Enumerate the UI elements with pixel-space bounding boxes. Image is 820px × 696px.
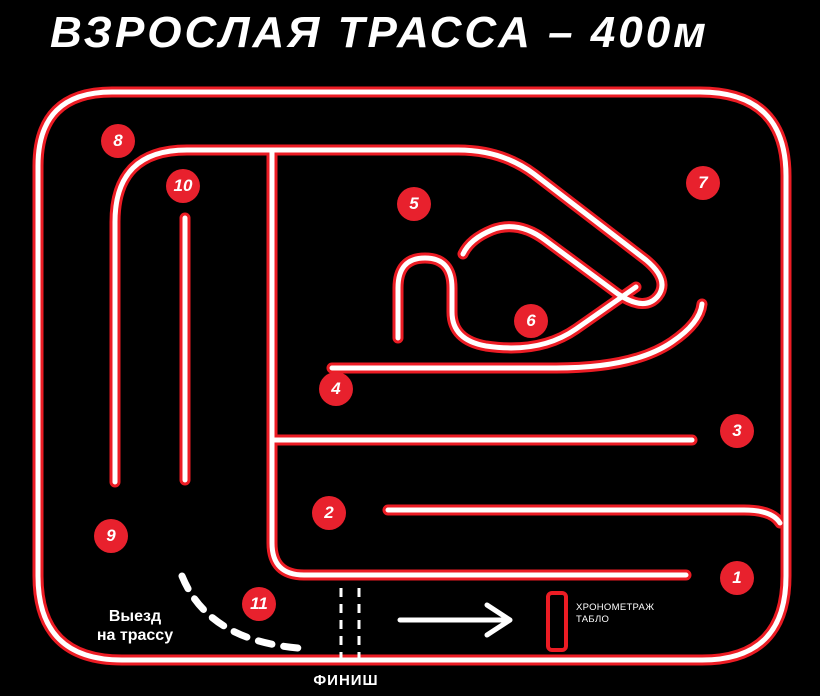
- track-hairpin-hook-wall: [398, 258, 636, 348]
- track-marker-7: 7: [686, 166, 720, 200]
- timing-board-label-line2: ТАБЛО: [576, 614, 610, 625]
- track-marker-11: 11: [242, 587, 276, 621]
- pit-exit-dashed-line: [178, 572, 302, 652]
- track-marker-5: 5: [397, 187, 431, 221]
- track-inner-left-top-wall: [115, 150, 662, 482]
- track-hairpin-hook-wall-edge: [398, 258, 636, 348]
- finish-label: ФИНИШ: [313, 672, 379, 689]
- track-marker-9: 9: [94, 519, 128, 553]
- timing-board-label-line1: ХРОНОМЕТРАЖ: [576, 602, 655, 613]
- track-marker-3: 3: [720, 414, 754, 448]
- track-exit-label-line2: на трассу: [96, 627, 174, 644]
- timing-board-label: ХРОНОМЕТРАЖ ТАБЛО: [576, 602, 654, 626]
- track-inner-left-top-wall-edge: [115, 150, 662, 482]
- timing-board-icon: [546, 591, 568, 652]
- direction-arrow-icon: [397, 602, 513, 638]
- track-marker-6: 6: [514, 304, 548, 338]
- track-marker-8: 8: [101, 124, 135, 158]
- finish-line-dashes: [339, 588, 361, 658]
- track-exit-label-line1: Выезд: [108, 608, 162, 625]
- page-title: ВЗРОСЛАЯ ТРАССА – 400м: [50, 8, 709, 57]
- track-white-lines: [38, 92, 786, 660]
- track-lower-mid-wall: [388, 510, 780, 523]
- track-marker-4: 4: [319, 372, 353, 406]
- track-exit-label: Выезд на трассу: [60, 607, 210, 645]
- track-marker-2: 2: [312, 496, 346, 530]
- track-marker-1: 1: [720, 561, 754, 595]
- track-marker-10: 10: [166, 169, 200, 203]
